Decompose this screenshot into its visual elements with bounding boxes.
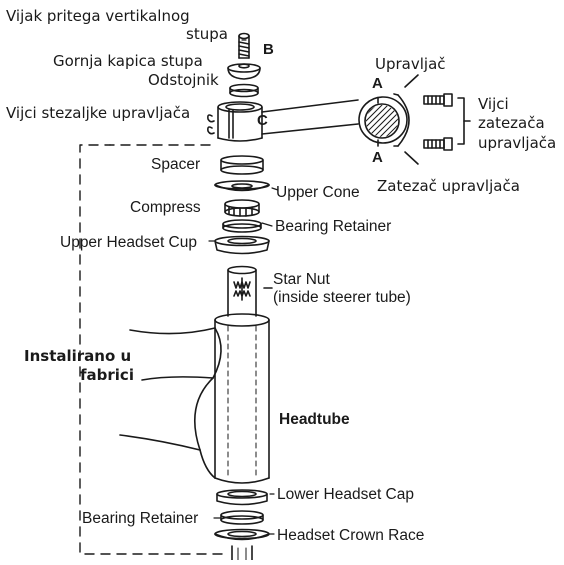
upper-headset-cup-part [214,235,270,255]
upper-bearing-retainer-part [222,219,262,233]
label-stem-bolt-line2: stupa [186,25,228,43]
label-faceplate: Zatezač upravljača [377,177,520,195]
crown-race-part [214,528,270,541]
leader-lines [208,39,279,535]
letter-b: B [263,41,274,58]
stem-bolt-part [238,32,250,59]
headtube-part [214,313,270,484]
letter-a-bottom: A [372,149,383,166]
label-handlebar: Upravljač [375,55,446,73]
label-compress: Compress [130,199,201,216]
label-crown-race: Headset Crown Race [277,527,425,544]
label-star-nut-note: (inside steerer tube) [273,289,411,306]
label-lower-headset-cap: Lower Headset Cap [277,486,414,503]
label-bearing-retainer-lower: Bearing Retainer [82,510,199,527]
label-bar-bolts-3: upravljača [478,134,557,152]
letter-a-top: A [372,75,383,92]
lower-bearing-retainer-part [220,510,264,525]
label-factory-1: Instalirano u [24,347,132,365]
label-bar-bolts-1: Vijci [478,95,509,113]
odstojnik-part [229,83,259,98]
label-bearing-retainer-upper: Bearing Retainer [275,218,392,235]
lower-headset-cap-part [216,489,268,506]
bar-bolts-part [423,93,471,151]
upper-cone-part [214,180,270,192]
label-top-cap: Gornja kapica stupa [53,52,203,70]
frame-tubes-part [119,327,222,479]
label-spacer-hr: Odstojnik [148,71,219,89]
label-star-nut: Star Nut [273,271,330,288]
fork-steerer-part [231,545,253,561]
label-spacer: Spacer [151,156,201,173]
steerer-tube-part [227,265,273,317]
handlebar-hatch [366,105,398,137]
dashed-outline [79,144,226,555]
label-clamp-bolts: Vijci stezaljke upravljača [6,104,191,122]
label-headtube: Headtube [279,411,350,428]
label-upper-cone: Upper Cone [276,184,360,201]
label-bar-bolts-2: zatezača [478,114,545,132]
label-stem-bolt: Vijak pritega vertikalnog [6,7,190,25]
compress-part [224,199,260,217]
top-cap-part [227,63,261,80]
spacer-part [220,155,264,175]
label-factory-2: fabrici [80,366,134,384]
letter-c: C [257,112,268,129]
stem-part [207,74,419,165]
label-upper-headset-cup: Upper Headset Cup [60,234,197,251]
